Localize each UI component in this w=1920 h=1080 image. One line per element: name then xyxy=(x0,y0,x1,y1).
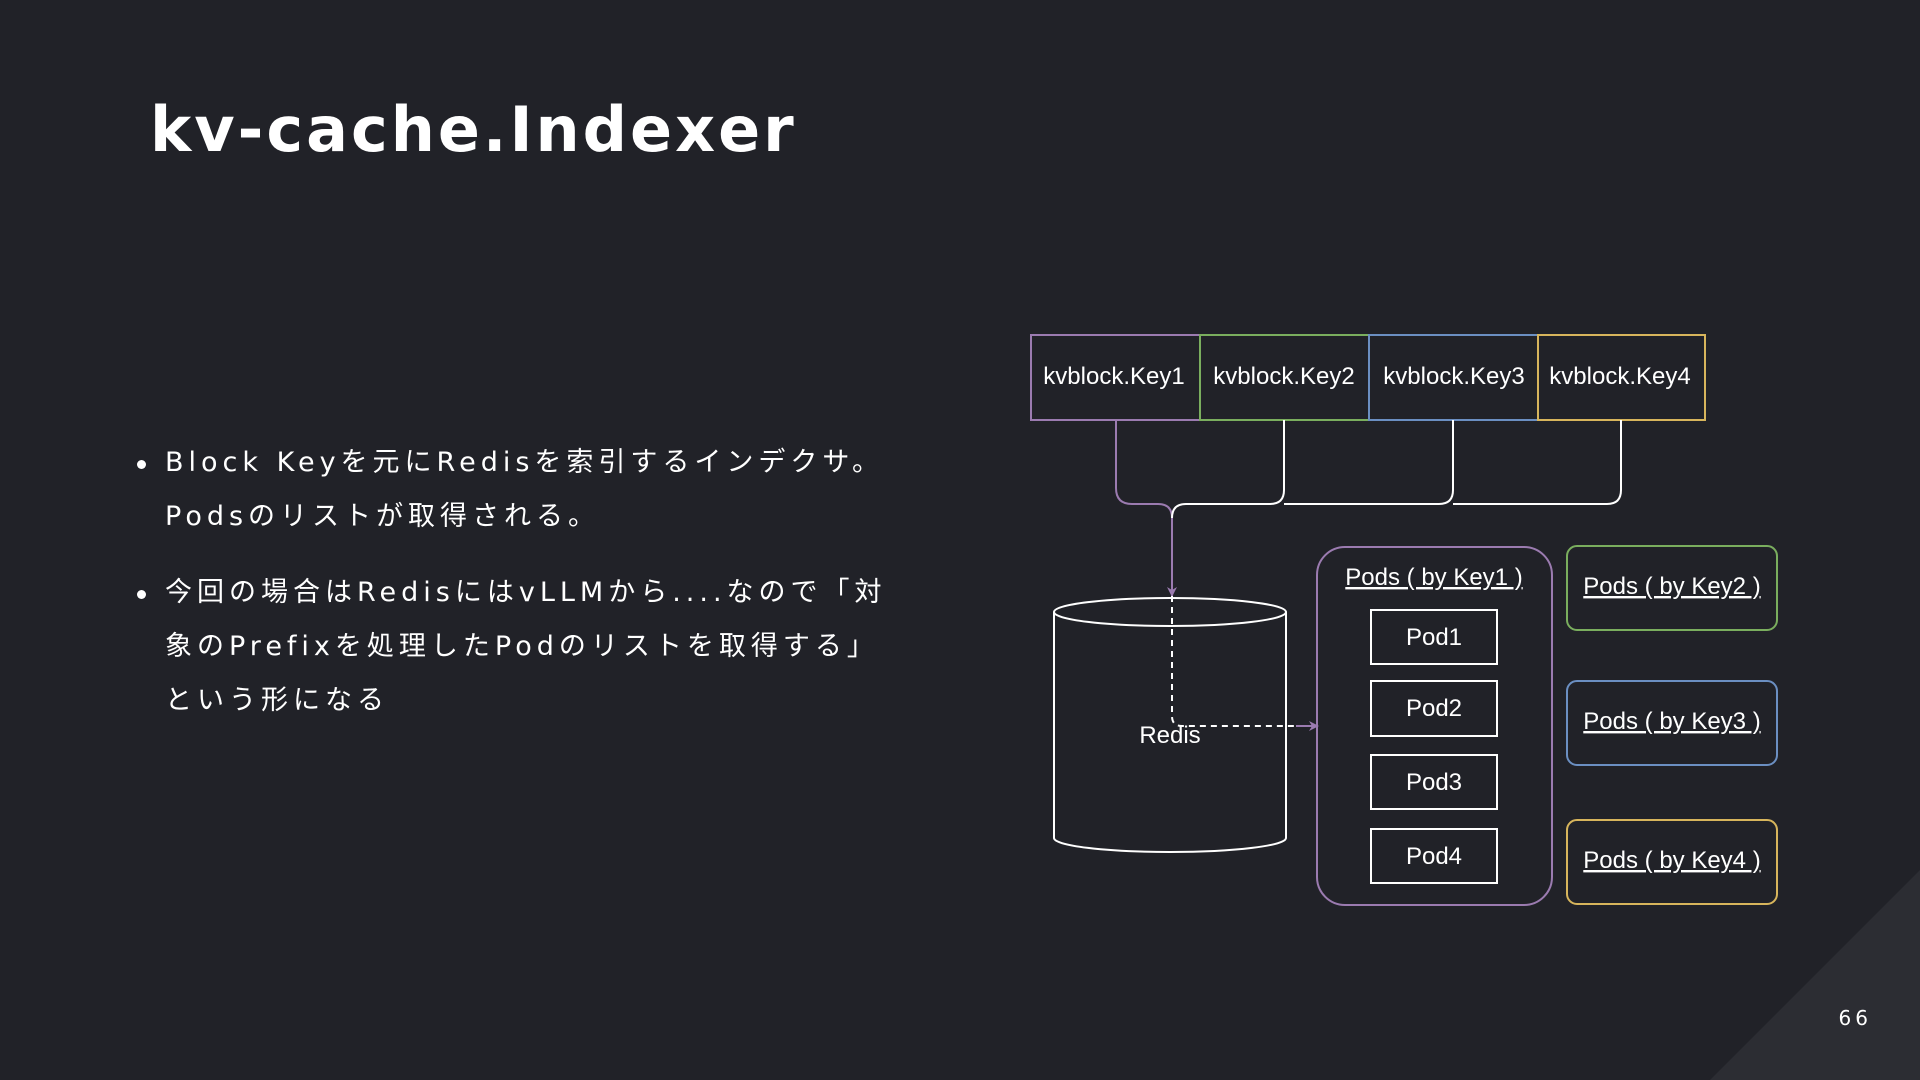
bullet-2-line-1: 今回の場合はRedisにはvLLMから....なので「対 xyxy=(165,577,887,608)
pod2-label: Pod2 xyxy=(1406,695,1462,722)
pod-group-key2-label: Pods ( by Key2 ) xyxy=(1583,573,1760,600)
pod-group-key2-box xyxy=(1566,545,1778,631)
pod-group-key3: Pods ( by Key3 ) xyxy=(1566,680,1778,766)
key2-connector xyxy=(1171,420,1285,519)
redis-cylinder-body xyxy=(1053,612,1287,853)
bullet-item: 今回の場合はRedisにはvLLMから....なので「対 象のPrefixを処理… xyxy=(135,566,935,728)
key4-connector xyxy=(1453,420,1622,505)
pod1-box xyxy=(1370,609,1498,665)
bullet-item: Block Keyを元にRedisを索引するインデクサ。 Podsのリストが取得… xyxy=(135,436,935,544)
key1-label: kvblock.Key1 xyxy=(1043,363,1184,390)
page-number: 66 xyxy=(1838,1006,1872,1030)
pod-group-key1-box xyxy=(1316,546,1553,906)
key-row: kvblock.Key1 kvblock.Key2 kvblock.Key3 k… xyxy=(1030,334,1706,421)
key2-label: kvblock.Key2 xyxy=(1213,363,1354,390)
bullet-2-line-2: 象のPrefixを処理したPodのリストを取得する」 xyxy=(165,631,879,662)
bullet-1-line-1: Block Keyを元にRedisを索引するインデクサ。 xyxy=(165,447,884,478)
pod4-label: Pod4 xyxy=(1406,843,1462,870)
bullet-dot xyxy=(137,460,146,469)
pod-group-key3-label: Pods ( by Key3 ) xyxy=(1583,708,1760,735)
pod3-box xyxy=(1370,754,1498,810)
key3-connector xyxy=(1284,420,1454,505)
key3-label: kvblock.Key3 xyxy=(1383,363,1524,390)
pod1-label: Pod1 xyxy=(1406,624,1462,651)
bullet-dot xyxy=(137,590,146,599)
pod-group-key2: Pods ( by Key2 ) xyxy=(1566,545,1778,631)
pod-group-key1-label: Pods ( by Key1 ) xyxy=(1345,564,1522,591)
pod-group-key3-box xyxy=(1566,680,1778,766)
pod4-box xyxy=(1370,828,1498,884)
key4-label: kvblock.Key4 xyxy=(1549,363,1690,390)
pod2-box xyxy=(1370,680,1498,737)
key1-connector-arrow xyxy=(1115,420,1177,597)
pod-group-key4-box xyxy=(1566,819,1778,905)
slide-title: kv-cache.Indexer xyxy=(150,93,797,166)
redis-cylinder-top xyxy=(1053,597,1287,627)
dashed-lookup-line xyxy=(1171,596,1314,727)
bullet-2-line-3: という形になる xyxy=(165,685,389,716)
pod-group-key4: Pods ( by Key4 ) xyxy=(1566,819,1778,905)
decorative-corner xyxy=(1710,870,1920,1080)
redis-store: Redis xyxy=(1053,597,1287,853)
bullet-1-line-2: Podsのリストが取得される。 xyxy=(165,501,601,532)
pod3-label: Pod3 xyxy=(1406,769,1462,796)
pod-group-key4-label: Pods ( by Key4 ) xyxy=(1583,847,1760,874)
bullet-list: Block Keyを元にRedisを索引するインデクサ。 Podsのリストが取得… xyxy=(135,436,935,750)
key-connectors xyxy=(1115,420,1622,597)
pod-group-key1: Pods ( by Key1 ) Pod1 Pod2 Pod3 Pod4 xyxy=(1316,546,1553,906)
